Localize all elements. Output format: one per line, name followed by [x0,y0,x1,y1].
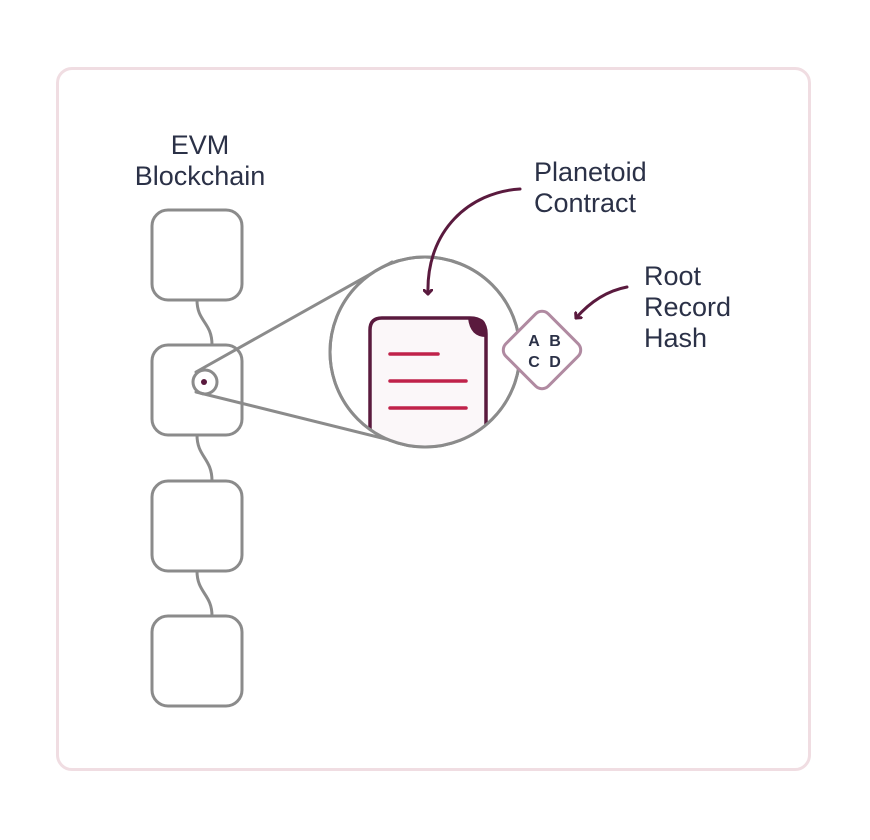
hash-letter-b: B [549,333,561,350]
chain-link-3 [195,569,214,618]
hash-label-line-2: Record [644,292,732,322]
blockchain [150,208,244,708]
blockchain-label-line-2: Blockchain [134,161,266,191]
block-4 [150,614,244,708]
hash-arrow [576,285,629,320]
hash-letter-c: C [528,354,540,371]
hash-label-line-3: Hash [644,323,708,353]
block-3 [150,479,244,573]
block-1 [150,208,244,302]
zoom-focus [191,368,219,396]
contract-label-line-1: Planetoid [534,157,647,187]
contract-document-icon [368,316,488,447]
contract-arrow [428,187,522,296]
chain-link-1 [195,298,214,347]
hash-letter-d: D [549,354,561,371]
hash-diamond-icon: A B C D [501,309,583,391]
diagram-frame [56,67,811,771]
contract-label-line-2: Contract [534,188,637,218]
chain-link-2 [195,433,214,483]
hash-letter-a: A [528,333,540,350]
contract-label: Planetoid Contract [534,157,647,219]
hash-label-line-1: Root [644,261,702,291]
blockchain-label-line-1: EVM [170,130,230,160]
blockchain-label: EVM Blockchain [110,130,290,192]
hash-label: Root Record Hash [644,261,731,354]
